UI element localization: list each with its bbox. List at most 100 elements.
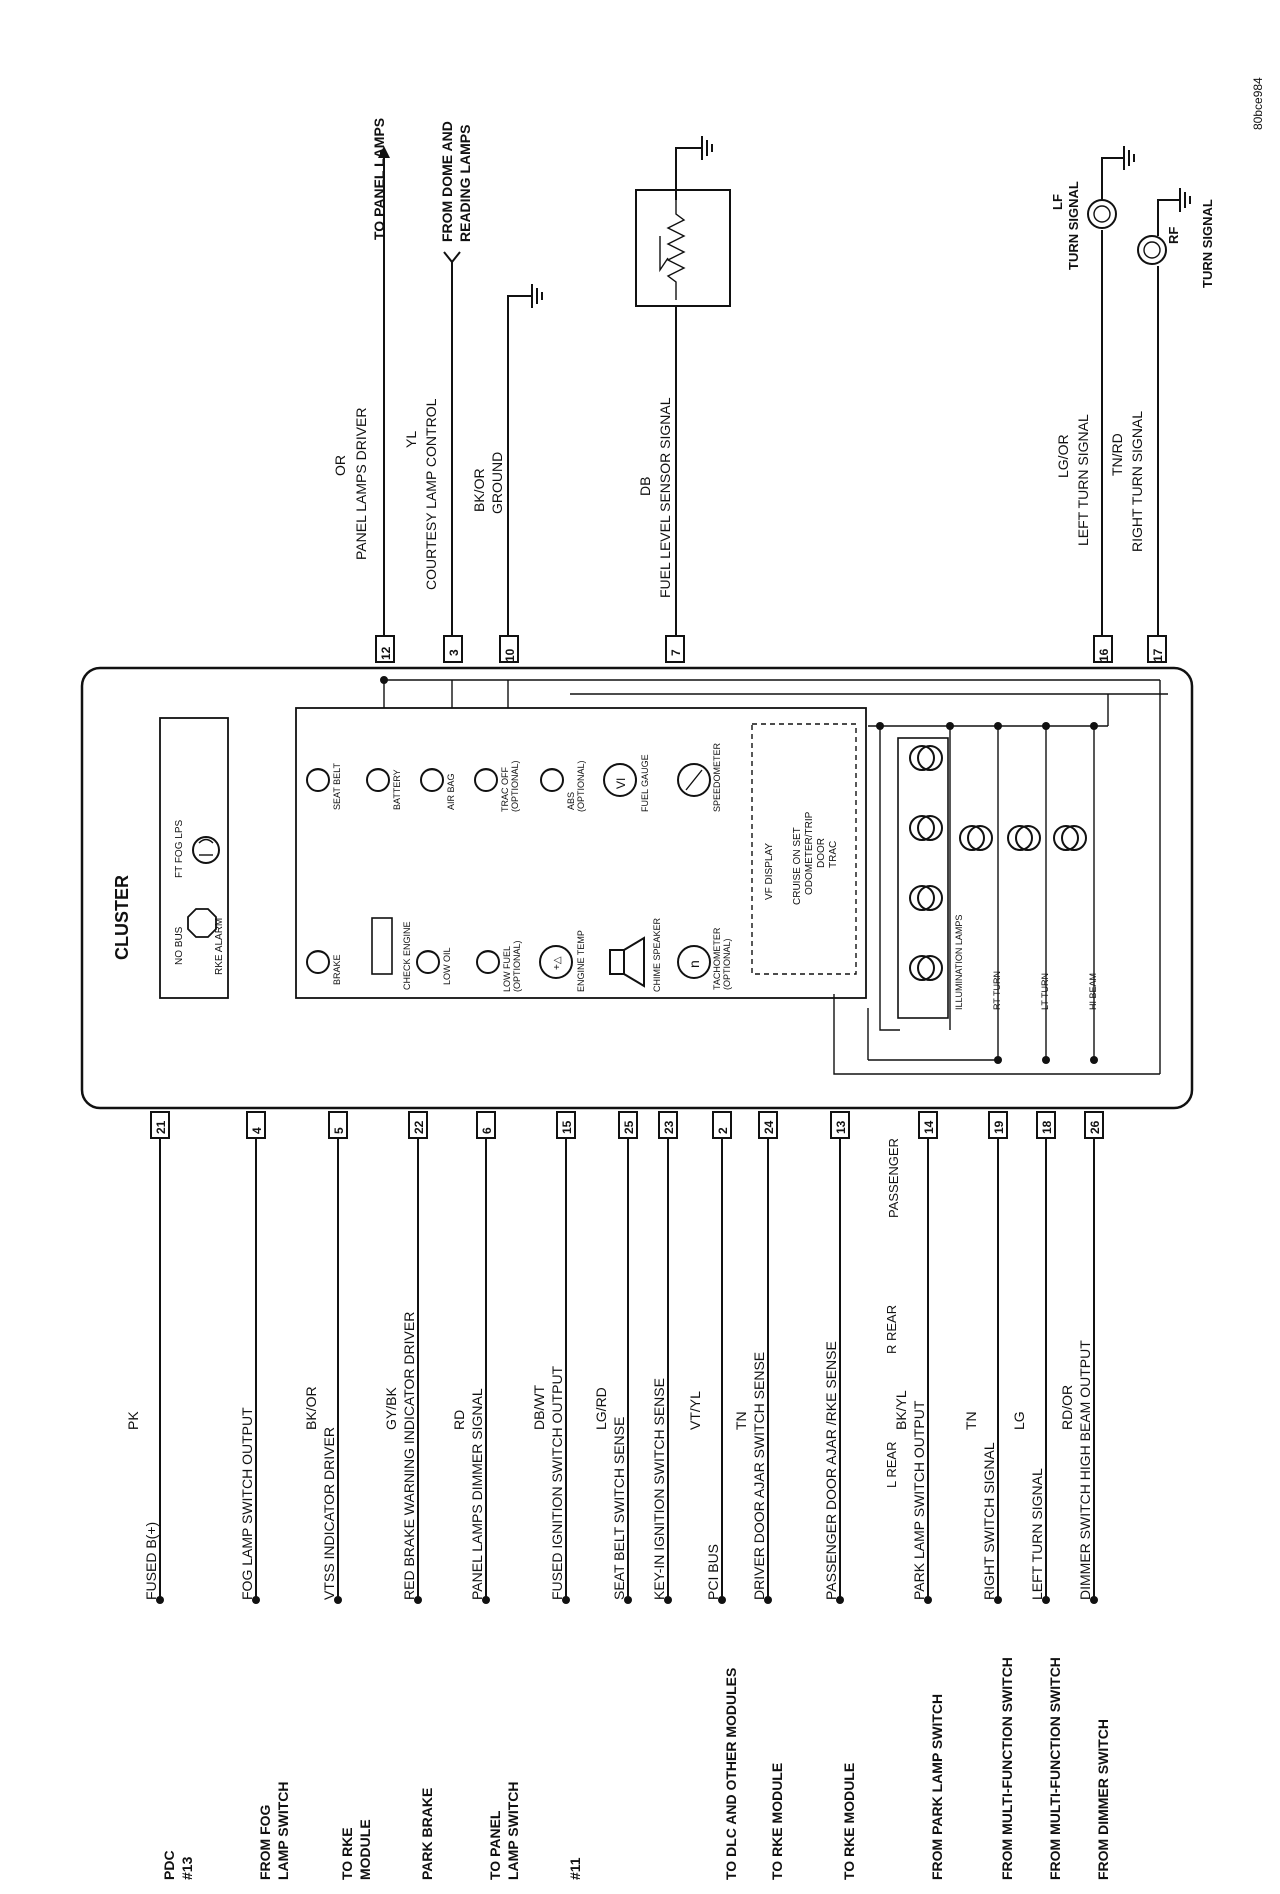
pin-12-circuit: PANEL LAMPS DRIVER <box>353 408 369 561</box>
ft-fog-lamp-icon <box>192 836 220 864</box>
engine-temp-label: ENGINE TEMP <box>576 930 586 992</box>
brake-label: BRAKE <box>332 954 342 985</box>
pin-4-dest-line1: FROM FOG <box>257 1804 273 1880</box>
internal-junctions <box>380 676 1098 1064</box>
pin-13-number: 13 <box>834 1120 848 1134</box>
fuel-gauge-icon: VI <box>603 763 637 797</box>
pin-26-circuit: DIMMER SWITCH HIGH BEAM OUTPUT <box>1077 1340 1093 1600</box>
pin-2-number: 2 <box>716 1127 730 1134</box>
wire-10 <box>507 295 532 636</box>
pin-18-number: 18 <box>1040 1120 1054 1134</box>
pin-25-color: LG/RD <box>593 1387 609 1430</box>
vf-line-cruise: CRUISE ON SET <box>792 827 803 905</box>
pin-22-junction <box>414 1596 422 1604</box>
trac-off-optional-label: (OPTIONAL) <box>510 760 520 812</box>
pin-6-dest-line1: TO PANEL <box>487 1810 503 1880</box>
pin-15-junction <box>562 1596 570 1604</box>
svg-text:16: 16 <box>1097 648 1111 662</box>
pin-26-color: RD/OR <box>1059 1385 1075 1430</box>
pin-19-number: 19 <box>992 1120 1006 1134</box>
rf-ground-wire <box>1157 199 1180 236</box>
pin-5-dest-line2: MODULE <box>357 1819 373 1880</box>
pin-5-color: BK/OR <box>303 1386 319 1430</box>
illumination-lamp-bank <box>897 737 949 1019</box>
pin-16-circuit: LEFT TURN SIGNAL <box>1075 414 1091 546</box>
low-fuel-label: LOW FUEL <box>502 946 512 992</box>
trac-off-lamp-icon <box>474 768 498 792</box>
vf-display-box <box>751 723 857 975</box>
vf-line-trac: TRAC <box>828 841 839 868</box>
svg-text:VI: VI <box>614 778 628 789</box>
pin-22-number: 22 <box>412 1120 426 1134</box>
pin-21-number: 21 <box>154 1120 168 1134</box>
pin-4-circuit: FOG LAMP SWITCH OUTPUT <box>239 1407 255 1600</box>
pin-13-circuit: PASSENGER DOOR AJAR /RKE SENSE <box>823 1341 839 1600</box>
seat-belt-label: SEAT BELT <box>332 762 342 810</box>
svg-text:3: 3 <box>447 649 461 656</box>
pin-10-circuit: GROUND <box>489 452 505 514</box>
pin-14-junction <box>924 1596 932 1604</box>
hi-beam-label: HI BEAM <box>1088 973 1098 1010</box>
chime-speaker-icon <box>609 936 645 988</box>
abs-lamp-icon <box>540 768 564 792</box>
check-engine-box <box>371 917 393 975</box>
pin-13-junction <box>836 1596 844 1604</box>
fuel-level-sensor-box <box>635 189 731 307</box>
pin-3-color: YL <box>403 431 419 448</box>
svg-text:10: 10 <box>503 648 517 662</box>
abs-optional-label: (OPTIONAL) <box>576 760 586 812</box>
lt-turn-lamp-icon <box>1007 825 1041 851</box>
pin-21-circuit: FUSED B(+) <box>143 1522 159 1600</box>
no-bus-octagon-icon <box>187 908 217 938</box>
pin-22-dest-line1: PARK BRAKE <box>419 1788 435 1880</box>
pin-24-circuit: DRIVER DOOR AJAR SWITCH SENSE <box>751 1352 767 1600</box>
lf-turn-signal-lamp-icon <box>1087 199 1117 229</box>
svg-text:7: 7 <box>669 649 683 656</box>
pin-15-circuit: FUSED IGNITION SWITCH OUTPUT <box>549 1365 565 1600</box>
pin-21-junction <box>156 1596 164 1604</box>
pin-21-color: PK <box>125 1411 141 1430</box>
pin-19-color: TN <box>963 1411 979 1430</box>
pin-10: 10 <box>499 635 519 663</box>
pin-12: 12 <box>375 635 395 663</box>
pin-21-dest-line2: #13 <box>179 1856 195 1880</box>
pin-14-dest-line1: FROM PARK LAMP SWITCH <box>929 1694 945 1880</box>
illumination-lamp-icons <box>909 745 943 981</box>
pin-6-circuit: PANEL LAMPS DIMMER SIGNAL <box>469 1388 485 1600</box>
svg-text:+△: +△ <box>552 956 563 970</box>
pin-18-junction <box>1042 1596 1050 1604</box>
pin-23-circuit: KEY-IN IGNITION SWITCH SENSE <box>651 1378 667 1600</box>
rf-turn-signal-lamp-icon <box>1137 235 1167 265</box>
pin-3: 3 <box>443 635 463 663</box>
low-oil-lamp-icon <box>416 950 440 974</box>
pin-17-dest-line2: TURN SIGNAL <box>1200 199 1215 288</box>
hi-beam-lamp-icon <box>1053 825 1087 851</box>
pin-19-junction <box>994 1596 1002 1604</box>
battery-lamp-icon <box>366 768 390 792</box>
illumination-lamps-label: ILLUMINATION LAMPS <box>954 915 964 1010</box>
pin-23-number: 23 <box>662 1120 676 1134</box>
pin-2-circuit: PCI BUS <box>705 1544 721 1600</box>
connector-from-dome-icon <box>443 251 461 264</box>
pin-23-junction <box>664 1596 672 1604</box>
fuel-sensor-resistor-icon <box>666 200 686 300</box>
tachometer-gauge-icon: n <box>677 945 711 979</box>
seat-belt-lamp-icon <box>306 768 330 792</box>
fuel-sensor-ground-wire <box>675 147 702 200</box>
pin-19-circuit: RIGHT SWITCH SIGNAL <box>981 1442 997 1600</box>
pin-21-dest-line1: PDC <box>161 1850 177 1880</box>
pin-24-color: TN <box>733 1411 749 1430</box>
pin-24-number: 24 <box>762 1120 776 1134</box>
air-bag-lamp-icon <box>420 768 444 792</box>
pin-25-circuit: SEAT BELT SWITCH SENSE <box>611 1417 627 1600</box>
r-rear-label: R REAR <box>884 1305 899 1354</box>
vf-line-door: DOOR <box>816 838 827 868</box>
passenger-label: PASSENGER <box>886 1138 901 1218</box>
abs-label: ABS <box>566 792 576 810</box>
no-bus-label: NO BUS <box>174 926 185 965</box>
pin-6-dest-line2: LAMP SWITCH <box>505 1781 521 1880</box>
rke-fog-box <box>159 717 229 999</box>
ground-rf-icon <box>1179 188 1191 212</box>
